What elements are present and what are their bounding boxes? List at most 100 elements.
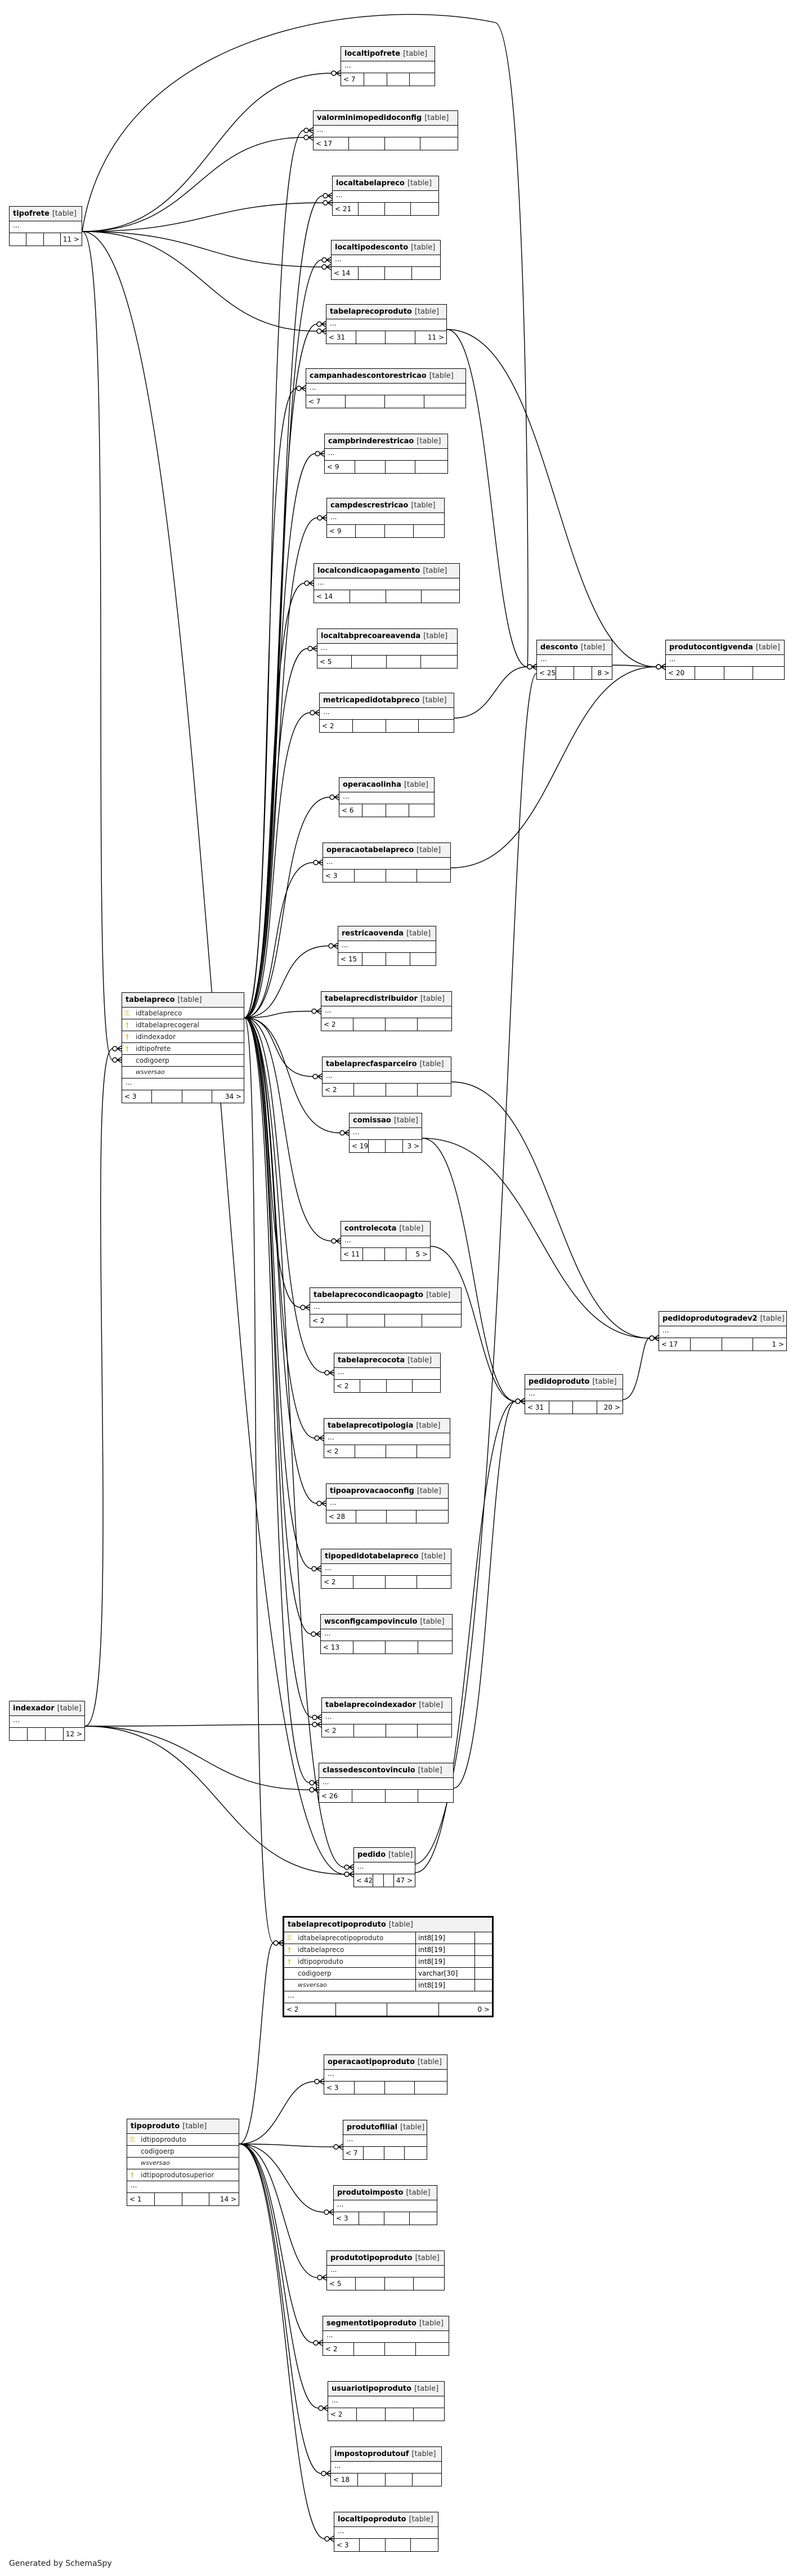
child-count[interactable] bbox=[412, 267, 441, 279]
table-wsconfigcampovinculo[interactable]: wsconfigcampovinculo[table]...< 13 bbox=[320, 1614, 453, 1654]
parent-count[interactable]: < 17 bbox=[659, 1338, 691, 1351]
table-name[interactable]: tipoaprovacaoconfig bbox=[330, 1487, 414, 1495]
parent-count[interactable]: < 9 bbox=[325, 461, 355, 473]
table-name[interactable]: tabelaprecocondicaopagto bbox=[314, 1291, 424, 1299]
child-count[interactable] bbox=[411, 2539, 438, 2551]
table-header[interactable]: comissao[table] bbox=[350, 1113, 422, 1128]
table-header[interactable]: pedidoproduto[table] bbox=[525, 1375, 623, 1389]
table-campdescrestricao[interactable]: campdescrestricao[table]...< 9 bbox=[326, 498, 445, 538]
table-campbrinderestricao[interactable]: campbrinderestricao[table]...< 9 bbox=[324, 434, 448, 474]
table-header[interactable]: produtofilial[table] bbox=[343, 2120, 427, 2135]
table-tabelapreco[interactable]: tabelapreco[table]⚿idtabelapreco†idtabel… bbox=[122, 992, 244, 1103]
table-tabelaprecotipoproduto[interactable]: tabelaprecotipoproduto[table]⚿idtabelapr… bbox=[283, 1916, 494, 2017]
child-count[interactable] bbox=[415, 2082, 447, 2094]
parent-count[interactable]: < 1 bbox=[127, 2193, 155, 2205]
table-produtofilial[interactable]: produtofilial[table]...< 7 bbox=[343, 2120, 427, 2160]
parent-count[interactable]: < 31 bbox=[326, 331, 356, 344]
table-header[interactable]: tabelaprecfasparceiro[table] bbox=[323, 1057, 451, 1072]
table-produtocontigvenda[interactable]: produtocontigvenda[table]...< 20 bbox=[665, 640, 785, 680]
table-header[interactable]: localtipodesconto[table] bbox=[332, 240, 440, 255]
parent-count[interactable]: < 7 bbox=[343, 2147, 364, 2159]
child-count[interactable]: 47 > bbox=[396, 1877, 413, 1884]
child-count[interactable]: 12 > bbox=[65, 1730, 82, 1738]
child-count[interactable] bbox=[413, 2474, 441, 2486]
table-tipofrete[interactable]: tipofrete[table]...11 > bbox=[9, 206, 82, 246]
child-count[interactable] bbox=[418, 1084, 451, 1096]
parent-count[interactable]: < 9 bbox=[327, 525, 356, 537]
child-count[interactable] bbox=[405, 2147, 427, 2159]
table-header[interactable]: tabelaprecocondicaopagto[table] bbox=[310, 1288, 461, 1303]
table-name[interactable]: operacaolinha bbox=[343, 781, 401, 789]
table-name[interactable]: comissao bbox=[353, 1116, 391, 1125]
column-row[interactable]: codigoerp bbox=[122, 1055, 244, 1067]
table-header[interactable]: tabelaprecocota[table] bbox=[334, 1353, 440, 1368]
child-count[interactable] bbox=[420, 137, 458, 150]
child-count[interactable] bbox=[422, 1314, 461, 1327]
table-restricaovenda[interactable]: restricaovenda[table]...< 15 bbox=[338, 926, 436, 966]
table-name[interactable]: indexador bbox=[13, 1704, 55, 1713]
table-name[interactable]: tabelaprecfasparceiro bbox=[326, 1060, 417, 1068]
table-name[interactable]: produtotipoproduto bbox=[330, 2254, 413, 2262]
table-name[interactable]: valorminimopedidoconfig bbox=[317, 114, 422, 122]
table-name[interactable]: tipopedidotabelapreco bbox=[325, 1552, 419, 1561]
table-tabelaprecoindexador[interactable]: tabelaprecoindexador[table]...< 2 bbox=[321, 1697, 452, 1737]
parent-count[interactable]: < 3 bbox=[323, 870, 355, 882]
table-header[interactable]: metricapedidotabpreco[table] bbox=[320, 693, 454, 708]
parent-count[interactable]: < 13 bbox=[321, 1641, 353, 1654]
child-count[interactable]: 34 > bbox=[225, 1093, 241, 1100]
child-count[interactable] bbox=[417, 870, 450, 882]
parent-count[interactable]: < 26 bbox=[319, 1790, 352, 1802]
table-name[interactable]: campanhadescontorestricao bbox=[310, 372, 427, 380]
child-count[interactable] bbox=[415, 461, 447, 473]
table-name[interactable]: localtabelapreco bbox=[336, 179, 405, 188]
child-count[interactable] bbox=[410, 2212, 437, 2225]
table-header[interactable]: campdescrestricao[table] bbox=[327, 498, 444, 513]
table-name[interactable]: pedido bbox=[357, 1851, 386, 1859]
child-count[interactable] bbox=[421, 656, 457, 668]
column-row[interactable]: wsversao bbox=[127, 2158, 239, 2169]
child-count[interactable]: 20 > bbox=[603, 1403, 620, 1411]
table-header[interactable]: wsconfigcampovinculo[table] bbox=[321, 1615, 452, 1629]
child-count[interactable] bbox=[409, 804, 434, 817]
table-header[interactable]: localtabprecoareavenda[table] bbox=[317, 629, 457, 644]
child-count[interactable]: 14 > bbox=[220, 2195, 236, 2203]
parent-count[interactable]: < 2 bbox=[320, 720, 353, 732]
table-name[interactable]: restricaovenda bbox=[342, 929, 404, 938]
table-operacaolinha[interactable]: operacaolinha[table]...< 6 bbox=[339, 777, 435, 817]
table-name[interactable]: segmentotipoproduto bbox=[326, 2319, 417, 2328]
parent-count[interactable]: < 5 bbox=[327, 2278, 356, 2290]
parent-count[interactable]: < 19 bbox=[350, 1140, 369, 1152]
table-header[interactable]: tipoproduto[table] bbox=[127, 2119, 239, 2134]
table-header[interactable]: localtabelapreco[table] bbox=[333, 176, 438, 191]
child-count[interactable] bbox=[418, 1790, 453, 1802]
child-count[interactable] bbox=[417, 1445, 450, 1458]
table-name[interactable]: metricapedidotabpreco bbox=[323, 696, 420, 705]
table-name[interactable]: desconto bbox=[540, 643, 578, 652]
parent-count[interactable]: < 21 bbox=[333, 203, 359, 215]
table-header[interactable]: tabelaprecotipologia[table] bbox=[324, 1419, 450, 1433]
table-name[interactable]: produtoimposto bbox=[337, 2189, 404, 2197]
column-row[interactable]: †idtipofrete bbox=[122, 1043, 244, 1055]
table-usuariotipoproduto[interactable]: usuariotipoproduto[table]...< 2 bbox=[328, 2381, 445, 2421]
table-localtipofrete[interactable]: localtipofrete[table]...< 7 bbox=[341, 46, 435, 86]
table-name[interactable]: produtocontigvenda bbox=[669, 643, 753, 652]
table-name[interactable]: usuariotipoproduto bbox=[332, 2385, 412, 2393]
table-localtipoproduto[interactable]: localtipoproduto[table]...< 3 bbox=[334, 2512, 438, 2552]
table-tabelaprecotipologia[interactable]: tabelaprecotipologia[table]...< 2 bbox=[324, 1418, 450, 1458]
parent-count[interactable] bbox=[10, 233, 27, 246]
table-name[interactable]: localtabprecoareavenda bbox=[321, 632, 421, 640]
parent-count[interactable]: < 25 bbox=[537, 667, 557, 679]
child-count[interactable]: 0 > bbox=[477, 2005, 490, 2013]
table-header[interactable]: usuariotipoproduto[table] bbox=[328, 2382, 444, 2396]
table-name[interactable]: produtofilial bbox=[347, 2123, 398, 2132]
table-header[interactable]: desconto[table] bbox=[537, 640, 612, 655]
parent-count[interactable]: < 14 bbox=[314, 590, 350, 603]
table-name[interactable]: classedescontovinculo bbox=[323, 1766, 415, 1775]
table-header[interactable]: campbrinderestricao[table] bbox=[325, 434, 447, 449]
child-count[interactable]: 11 > bbox=[427, 333, 444, 341]
